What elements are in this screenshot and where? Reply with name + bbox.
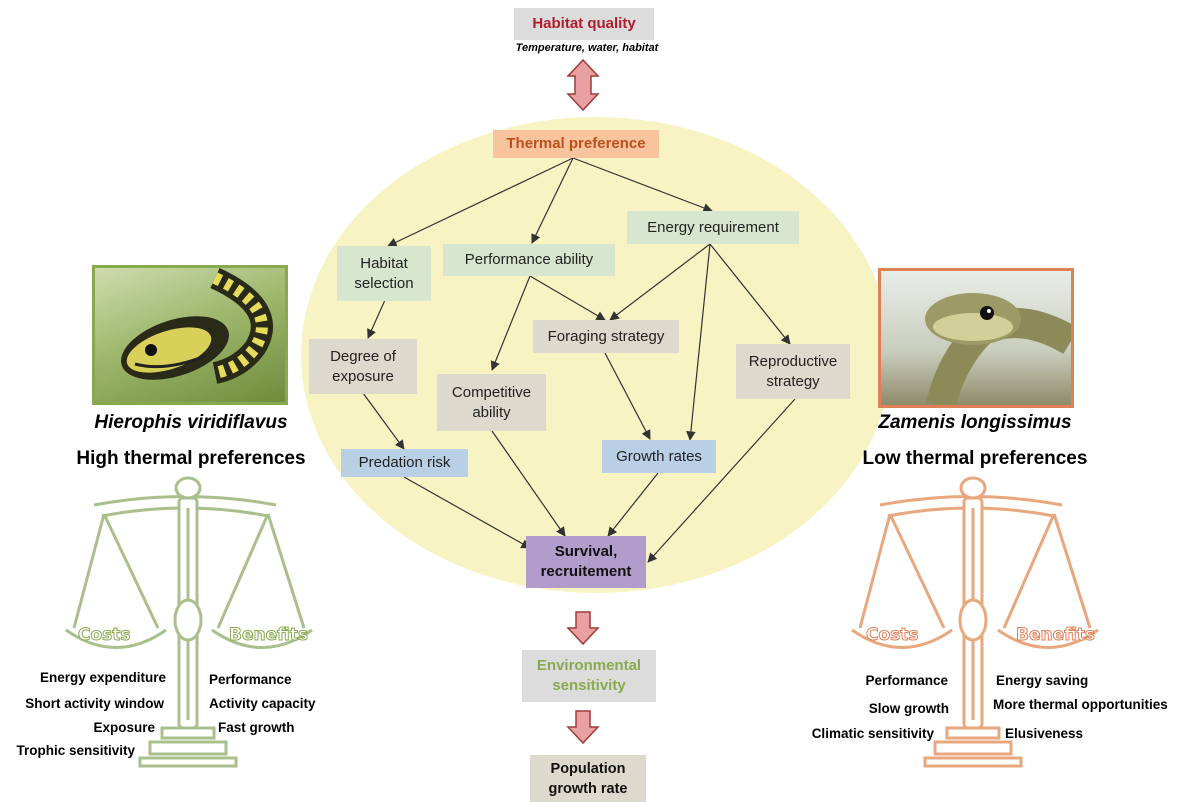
left-cost-item: Exposure [93, 720, 155, 735]
node-thermal-preference: Thermal preference [493, 130, 659, 158]
arrow-performance-foraging [529, 275, 606, 321]
snake-head-illustration-left [121, 268, 273, 384]
arrow-energy-growth [686, 243, 711, 441]
hierophis-photo [92, 265, 288, 405]
left-thermal-preference: High thermal preferences [76, 448, 306, 469]
snake-head-illustration-right [925, 293, 1071, 405]
connector-arrows [362, 157, 796, 563]
arrow-competitive-survival [491, 430, 566, 537]
habitat-quality-title: Habitat quality [514, 8, 654, 40]
down-arrow-2 [566, 710, 600, 745]
node-competitive-ability: Competitive ability [437, 374, 546, 431]
node-foraging-strategy: Foraging strategy [533, 320, 679, 353]
habitat-double-arrow [566, 58, 600, 112]
node-habitat-selection: Habitat selection [337, 246, 431, 301]
node-predation-risk: Predation risk [341, 449, 468, 477]
left-benefits-title: Benefits [229, 625, 309, 646]
right-cost-item: Climatic sensitivity [811, 726, 934, 741]
left-species-name: Hierophis viridiflavus [94, 412, 288, 433]
right-cost-item: Performance [865, 673, 948, 688]
left-balance-scale [65, 476, 313, 768]
arrow-growth-survival [607, 472, 659, 537]
right-benefit-item: More thermal opportunities [993, 697, 1168, 712]
right-species-name: Zamenis longissimus [878, 412, 1072, 433]
right-balance-scale [851, 476, 1099, 768]
arrow-thermal-performance [531, 157, 574, 244]
left-benefit-item: Performance [209, 672, 292, 687]
down-arrow-1 [566, 611, 600, 646]
node-reproductive-strategy: Reproductive strategy [736, 344, 850, 399]
population-growth-rate: Population growth rate [530, 755, 646, 802]
arrow-habitat-exposure [367, 299, 386, 339]
arrow-thermal-energy [572, 157, 713, 213]
arrow-exposure-predation [362, 392, 405, 450]
node-degree-of-exposure: Degree of exposure [309, 339, 417, 394]
left-cost-item: Energy expenditure [39, 670, 166, 685]
zamenis-photo [878, 268, 1074, 408]
node-growth-rates: Growth rates [602, 440, 716, 473]
environmental-sensitivity: Environmental sensitivity [522, 650, 656, 702]
arrow-energy-foraging [609, 243, 711, 321]
left-cost-item: Short activity window [25, 696, 164, 711]
arrow-thermal-habitat [387, 157, 574, 247]
arrow-energy-reproductive [709, 243, 791, 345]
right-thermal-preference: Low thermal preferences [862, 448, 1088, 469]
node-performance-ability: Performance ability [443, 244, 615, 276]
node-energy-requirement: Energy requirement [627, 211, 799, 244]
arrow-performance-competitive [490, 275, 531, 371]
right-benefit-item: Energy saving [996, 673, 1089, 688]
right-cost-item: Slow growth [868, 701, 949, 716]
left-benefit-item: Fast growth [218, 720, 295, 735]
right-costs-title: Costs [866, 625, 920, 646]
right-benefit-item: Elusiveness [1005, 726, 1084, 741]
arrow-reproductive-survival [647, 398, 796, 563]
left-costs-title: Costs [78, 625, 132, 646]
arrow-foraging-growth [604, 352, 651, 440]
left-cost-item: Trophic sensitivity [16, 743, 135, 758]
node-survival-recruitement: Survival, recruitement [526, 536, 646, 588]
left-benefit-item: Activity capacity [209, 696, 316, 711]
right-benefits-title: Benefits [1016, 625, 1096, 646]
arrow-predation-survival [403, 476, 531, 549]
habitat-quality-subtitle: Temperature, water, habitat [515, 42, 659, 54]
